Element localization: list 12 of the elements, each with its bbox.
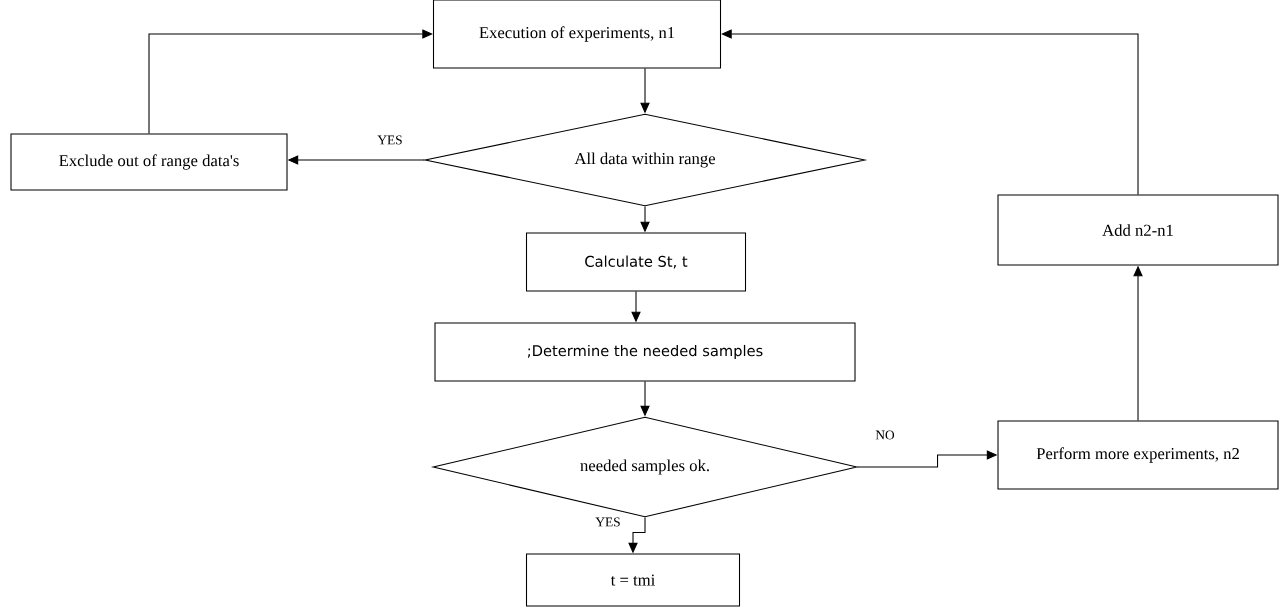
process-box: Exclude out of range data's (10, 133, 288, 191)
edge-label: NO (874, 429, 896, 441)
arrow (721, 29, 1139, 195)
process-box: Add n2-n1 (997, 194, 1279, 266)
process-box: Perform more experiments, n2 (997, 420, 1279, 490)
edge-label: YES (594, 516, 622, 528)
process-box: Execution of experiments, n1 (432, 0, 722, 69)
process-box: Calculate St, t (525, 232, 747, 292)
process-box: t = tmi (525, 553, 741, 607)
process-box: ;Determine the needed samples (434, 322, 856, 382)
edge-label: YES (376, 134, 404, 146)
arrow (148, 29, 433, 134)
